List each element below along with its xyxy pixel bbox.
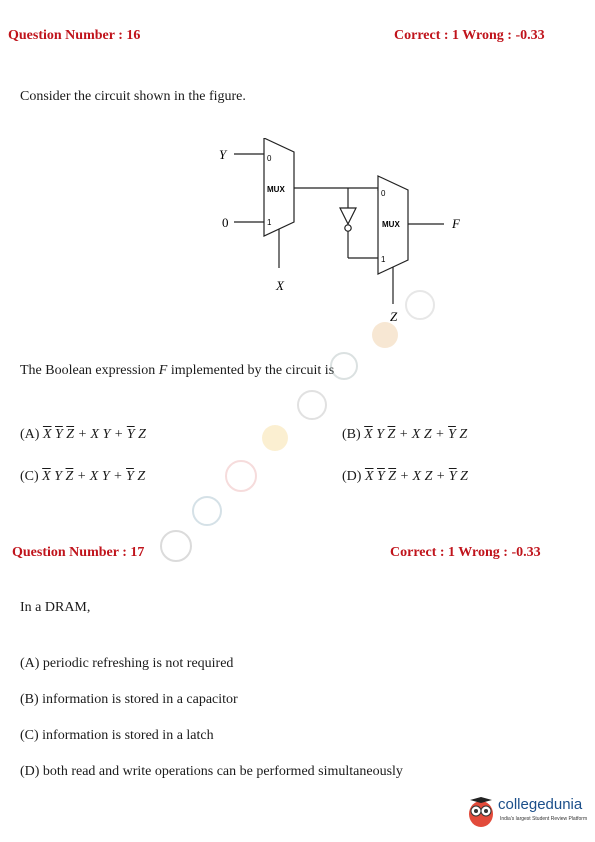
watermark-seal-icon [330,352,358,380]
option-d-marker: (D) [342,469,362,484]
mux-circuit-diagram: 0 1 MUX 0 1 MUX Y 0 X Z F [219,138,461,324]
watermark-seal-icon [262,425,288,451]
watermark-seal-icon [297,390,327,420]
output-f-label: F [451,216,461,231]
watermark-seal-icon [405,290,435,320]
owl-icon [469,797,493,827]
mux1-shape [263,138,295,237]
input-zero-label: 0 [222,215,229,230]
option-c-marker: (C) [20,469,39,484]
q16-header: Question Number : 16 [8,28,141,43]
watermark-seal-icon [372,322,398,348]
q17-option-a[interactable]: (A) periodic refreshing is not required [20,656,234,671]
watermark-seal-icon [225,460,257,492]
q16-prompt: Consider the circuit shown in the figure… [20,89,246,104]
mux2-shape [377,175,409,275]
mux2-label: MUX [382,220,400,229]
brand-logo: collegedunia India's largest Student Rev… [466,794,590,834]
q16-option-d[interactable]: (D) X Y Z + X Z + Y Z [342,469,468,484]
q17-prompt: In a DRAM, [20,600,91,615]
brand-tagline: India's largest Student Review Platform [500,816,588,822]
q16-option-a[interactable]: (A) X Y Z + X Y + Y Z [20,427,146,442]
q17-option-b[interactable]: (B) information is stored in a capacitor [20,692,238,707]
mux2-pin1: 1 [381,255,386,264]
mux1-pin1: 1 [267,218,272,227]
option-a-marker: (A) [20,427,40,442]
q16-option-c[interactable]: (C) X Y Z + X Y + Y Z [20,469,146,484]
q16-question: The Boolean expression F implemented by … [20,363,335,378]
watermark-seal-icon [192,496,222,526]
not-gate [339,207,357,226]
q16-option-b[interactable]: (B) X Y Z + X Z + Y Z [342,427,468,442]
input-y-label: Y [219,147,228,162]
watermark-seal-icon [160,530,192,562]
q16-marks: Correct : 1 Wrong : -0.33 [394,28,545,43]
q17-marks: Correct : 1 Wrong : -0.33 [390,545,541,560]
select-x-label: X [275,278,285,293]
brand-name: collegedunia [498,796,583,813]
q17-header: Question Number : 17 [12,545,145,560]
mux2-pin0: 0 [381,189,386,198]
mux1-pin0: 0 [267,154,272,163]
select-z-label: Z [390,309,398,324]
q17-option-d[interactable]: (D) both read and write operations can b… [20,764,403,779]
mux1-label: MUX [267,185,285,194]
option-b-marker: (B) [342,427,361,442]
q17-option-c[interactable]: (C) information is stored in a latch [20,728,214,743]
